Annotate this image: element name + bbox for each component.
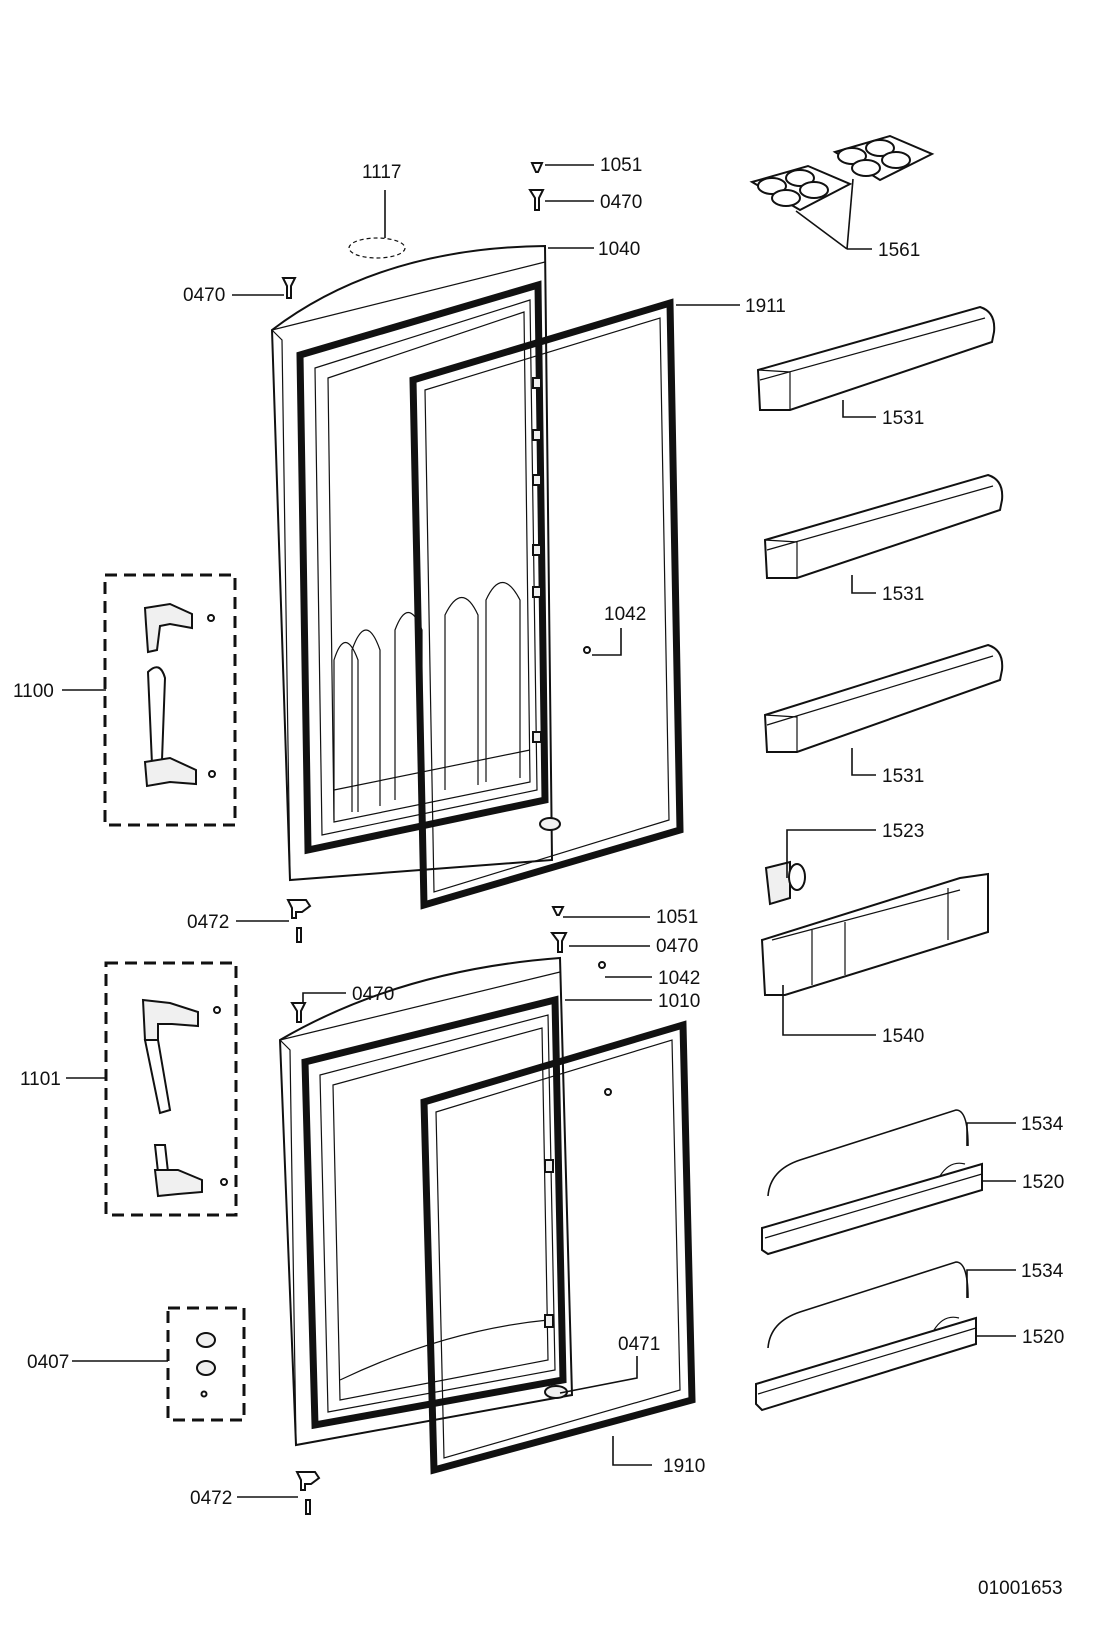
callout-0470-upper-left: 0470: [183, 285, 225, 306]
callout-1911: 1911: [745, 296, 786, 317]
drawing-number: 01001653: [978, 1578, 1063, 1599]
callout-0470-mid: 0470: [656, 936, 698, 957]
callout-1117: 1117: [362, 162, 401, 183]
screw-0470-top: [528, 189, 545, 211]
upper-door-1040: [270, 244, 554, 882]
callout-0407: 0407: [27, 1352, 69, 1373]
callout-1042-upper: 1042: [604, 604, 646, 625]
clip-1523: [764, 860, 806, 906]
pivot-upper-door: [539, 817, 561, 831]
callout-1531-c: 1531: [882, 766, 924, 787]
shelf-1520-b: [755, 1316, 977, 1412]
egg-trays-1561: [749, 134, 935, 212]
pin-1042-upper: [583, 646, 591, 654]
callout-1042-lower: 1042: [658, 968, 700, 989]
callout-0470-lower-left: 0470: [352, 984, 394, 1005]
callout-1010: 1010: [658, 991, 700, 1012]
pin-lower-door: [604, 1088, 612, 1096]
callout-0472-upper: 0472: [187, 912, 229, 933]
callout-1531-a: 1531: [882, 408, 924, 429]
leader-lines: [62, 164, 1016, 1498]
callout-1051-top: 1051: [600, 155, 642, 176]
callout-1040: 1040: [598, 239, 640, 260]
handle-kit-1101: [104, 961, 238, 1217]
lower-gasket-1910: [420, 1020, 696, 1475]
handle-kit-1100: [103, 573, 237, 827]
fastener-kit-0407: [166, 1306, 246, 1422]
hinge-0472-upper: [286, 899, 312, 943]
screw-0470-mid: [550, 932, 568, 953]
callout-1531-b: 1531: [882, 584, 924, 605]
callout-1561: 1561: [878, 240, 920, 261]
upper-gasket-1911: [409, 298, 684, 910]
decal-1117: [348, 237, 406, 259]
callout-labels: 1117 1051 0470 1561 1040 0470 1911 1531 …: [13, 155, 1064, 1599]
door-shelf-1531-b: [763, 473, 1004, 579]
bottle-holder-1540: [760, 872, 989, 996]
door-shelf-1531-a: [756, 305, 996, 411]
screw-0470-lower-left: [290, 1002, 307, 1023]
callout-1910: 1910: [663, 1456, 705, 1477]
shelf-1520-a: [761, 1162, 983, 1256]
screw-1051-top: [530, 162, 544, 173]
callout-0472-lower: 0472: [190, 1488, 232, 1509]
callout-1520-a: 1520: [1022, 1172, 1064, 1193]
callout-1051-mid: 1051: [656, 907, 698, 928]
pin-1042-lower: [598, 961, 606, 969]
callout-1540: 1540: [882, 1026, 924, 1047]
callout-0470-top: 0470: [600, 192, 642, 213]
screw-0470-top-left: [281, 277, 297, 299]
callout-1101: 1101: [20, 1069, 61, 1090]
door-shelf-1531-c: [763, 643, 1004, 753]
hinge-0472-lower: [295, 1471, 321, 1515]
callout-1523: 1523: [882, 821, 924, 842]
callout-0471: 0471: [618, 1334, 660, 1355]
callout-1100: 1100: [13, 681, 54, 702]
callout-1520-b: 1520: [1022, 1327, 1064, 1348]
callout-1534-a: 1534: [1021, 1114, 1064, 1135]
screw-1051-mid: [551, 906, 565, 916]
callout-1534-b: 1534: [1021, 1261, 1064, 1282]
